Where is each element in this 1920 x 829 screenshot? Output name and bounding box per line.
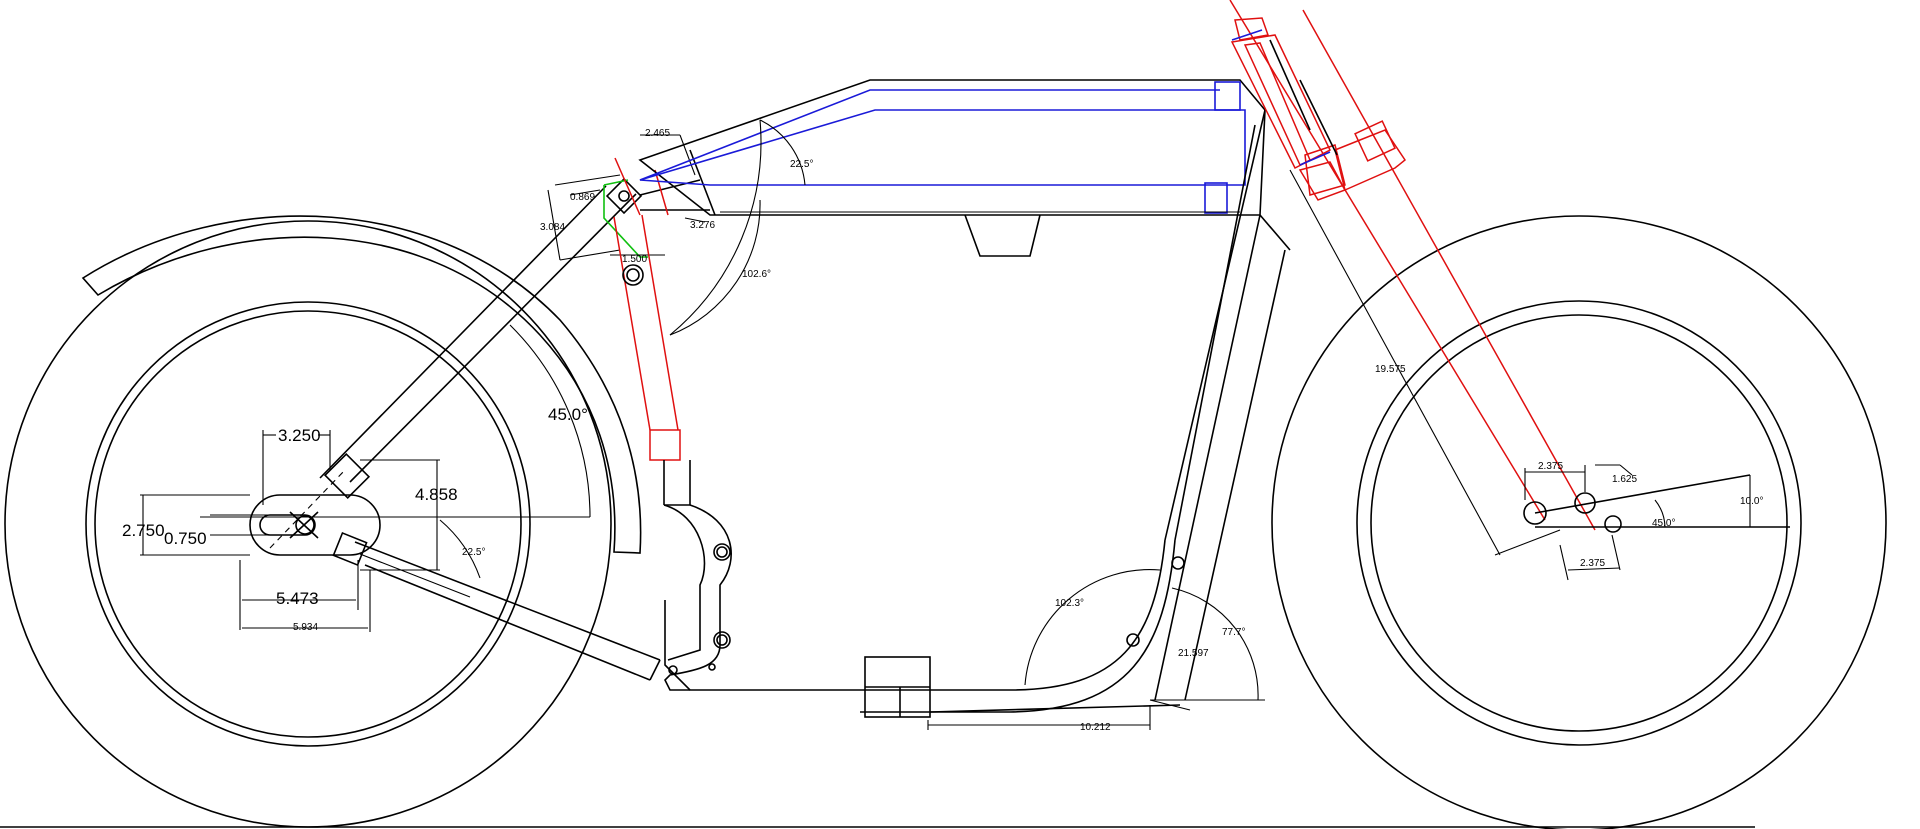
dim-front-link: 1.625 (1612, 474, 1637, 485)
dim-rear-axle-span: 5.473 (276, 589, 319, 608)
dim-neck-tube-len: 2.465 (645, 128, 670, 139)
dim-rear-slot-w: 0.750 (164, 529, 207, 548)
top-tube (638, 79, 1266, 257)
dim-rear-offset-h: 3.250 (278, 426, 321, 445)
dim-neck-height: 3.084 (540, 222, 565, 233)
dim-rear-slot-h: 2.750 (122, 521, 165, 540)
hanger-bracket (663, 504, 732, 691)
dim-lug-bore: 1.500 (622, 254, 647, 265)
dim-bottom-bend-angle: 102.3° (1055, 598, 1084, 609)
dim-strut-angle: 22.5° (462, 547, 485, 558)
dim-down-tube-angle: 77.7° (1222, 627, 1245, 638)
rear-dimensions (140, 324, 591, 632)
front-wheel (1271, 215, 1887, 829)
upper-strut (269, 185, 637, 549)
dim-bottom-span: 10.212 (1080, 722, 1111, 733)
rear-fender (81, 215, 642, 554)
dim-fork-length: 19.575 (1375, 364, 1406, 375)
seat-tube (613, 157, 691, 506)
dim-lug-width: 3.276 (690, 220, 715, 231)
dim-seat-angle: 102.6° (742, 269, 771, 280)
dimension-labels: 3.250 4.858 2.750 0.750 5.473 5.934 45.0… (122, 128, 1763, 733)
dim-swingarm-angle: 45.0° (548, 405, 588, 424)
dim-down-tube-len: 21.597 (1178, 648, 1209, 659)
front-axle (1523, 464, 1790, 581)
dim-neck-offset: 0.869 (570, 192, 595, 203)
neck-assembly (603, 149, 716, 258)
dim-top-tube-angle: 22.5° (790, 159, 813, 170)
dim-front-link-angle: 45.0° (1652, 518, 1675, 529)
bottom-dimensions (927, 569, 1265, 730)
dim-rear-overall: 5.934 (293, 622, 318, 633)
dim-front-axle-a: 2.375 (1538, 461, 1563, 472)
lower-stay (332, 531, 661, 681)
dim-front-rake: 10.0° (1740, 496, 1763, 507)
rear-axle-slot (249, 494, 381, 556)
dim-rear-height: 4.858 (415, 485, 458, 504)
rear-wheel (4, 220, 612, 828)
top-tube-angles (669, 119, 806, 336)
down-tube (1154, 109, 1291, 701)
bottom-rail (664, 539, 1181, 718)
front-fork (1229, 0, 1596, 556)
dim-front-axle-b: 2.375 (1580, 558, 1605, 569)
neck-dimensions (547, 134, 706, 261)
